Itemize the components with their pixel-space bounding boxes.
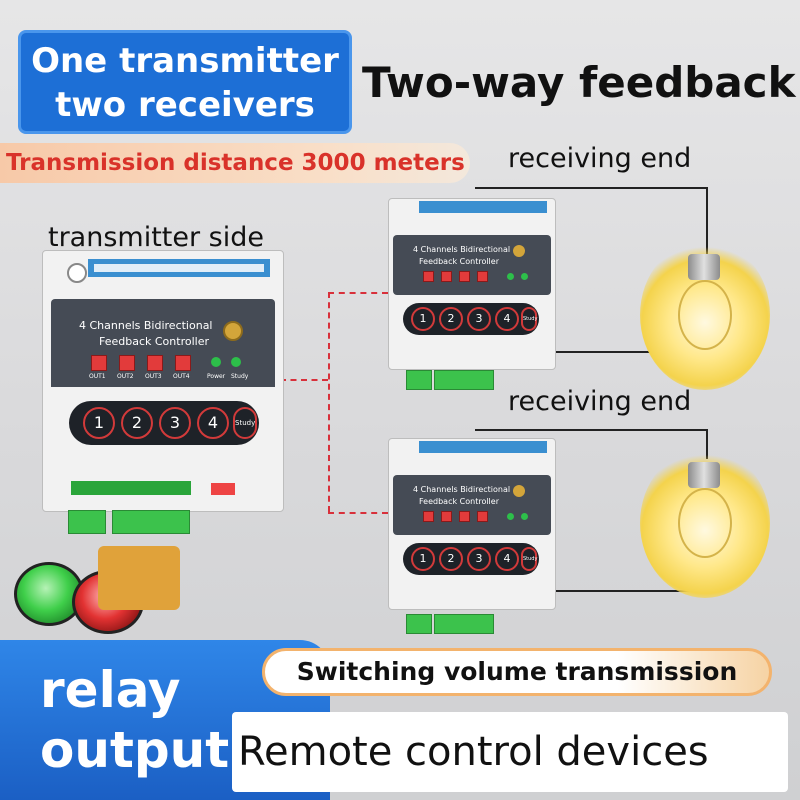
terminal-strip-bottom xyxy=(71,481,191,495)
study-label: Study xyxy=(231,373,249,380)
headline-badge: One transmitter two receivers xyxy=(18,30,352,134)
transmitter-controller: 4 Channels Bidirectional Feedback Contro… xyxy=(42,250,284,512)
relay-led-out4 xyxy=(175,355,191,371)
power-label: Power xyxy=(207,373,226,380)
receiver1-key-4[interactable]: 4 xyxy=(495,307,519,331)
out-label-3: OUT3 xyxy=(145,373,162,380)
receiver1-title-2: Feedback Controller xyxy=(419,257,499,266)
receiver2-terminal-strip xyxy=(419,441,547,453)
receiver2-key-1[interactable]: 1 xyxy=(411,547,435,571)
terminal-block-1 xyxy=(68,510,106,534)
relay-led-out1 xyxy=(91,355,107,371)
light-bulb-icon xyxy=(640,448,770,598)
receiver2-study-led xyxy=(521,513,528,520)
controller-title-1: 4 Channels Bidirectional xyxy=(79,319,213,332)
controller-title-2: Feedback Controller xyxy=(99,335,209,348)
receiver1-study-led xyxy=(521,273,528,280)
study-led xyxy=(231,357,241,367)
receiver-label-1: receiving end xyxy=(508,143,692,174)
receiver1-title-1: 4 Channels Bidirectional xyxy=(413,245,511,254)
keypad: 1 2 3 4 Study xyxy=(69,401,259,445)
antenna-icon xyxy=(513,485,525,497)
key-1[interactable]: 1 xyxy=(83,407,115,439)
receiver1-panel: 4 Channels Bidirectional Feedback Contro… xyxy=(393,235,551,295)
receiver1-key-2[interactable]: 2 xyxy=(439,307,463,331)
receiver1-keypad: 1 2 3 4 Study xyxy=(403,303,539,335)
receiver1-terminal-2 xyxy=(434,370,494,390)
receiver2-power-led xyxy=(507,513,514,520)
key-2[interactable]: 2 xyxy=(121,407,153,439)
receiver-controller-1: 4 Channels Bidirectional Feedback Contro… xyxy=(388,198,556,370)
receiver2-title-1: 4 Channels Bidirectional xyxy=(413,485,511,494)
receiver1-power-led xyxy=(507,273,514,280)
key-3[interactable]: 3 xyxy=(159,407,191,439)
receiver1-terminal-strip xyxy=(419,201,547,213)
receiver2-keypad: 1 2 3 4 Study xyxy=(403,543,539,575)
switching-transmission-pill: Switching volume transmission xyxy=(262,648,772,696)
relay-line-1: relay xyxy=(40,661,181,719)
receiver1-key-1[interactable]: 1 xyxy=(411,307,435,331)
receiver2-key-study[interactable]: Study xyxy=(521,547,537,571)
receiver1-relay-led-3 xyxy=(459,271,470,282)
receiver2-key-3[interactable]: 3 xyxy=(467,547,491,571)
receiver1-relay-led-1 xyxy=(423,271,434,282)
key-4[interactable]: 4 xyxy=(197,407,229,439)
receiver2-key-2[interactable]: 2 xyxy=(439,547,463,571)
key-study[interactable]: Study xyxy=(233,407,257,439)
relay-led-out2 xyxy=(119,355,135,371)
transmitter-label: transmitter side xyxy=(48,222,264,253)
receiver1-key-study[interactable]: Study xyxy=(521,307,537,331)
receiver1-relay-led-2 xyxy=(441,271,452,282)
out-label-1: OUT1 xyxy=(89,373,106,380)
relay-led-out3 xyxy=(147,355,163,371)
terminal-block-2 xyxy=(112,510,190,534)
relay-output-label: relay output xyxy=(40,660,229,780)
receiver1-terminal-1 xyxy=(406,370,432,390)
distance-banner: Transmission distance 3000 meters xyxy=(0,143,470,183)
receiver-label-2: receiving end xyxy=(508,386,692,417)
push-button-body xyxy=(98,546,180,610)
receiver2-relay-led-2 xyxy=(441,511,452,522)
receiver2-relay-led-4 xyxy=(477,511,488,522)
antenna-icon xyxy=(513,245,525,257)
receiver2-terminal-1 xyxy=(406,614,432,634)
mounting-screw xyxy=(67,263,87,283)
antenna-icon xyxy=(223,321,243,341)
receiver2-panel: 4 Channels Bidirectional Feedback Contro… xyxy=(393,475,551,535)
remote-control-label: Remote control devices xyxy=(232,712,788,792)
receiver2-relay-led-1 xyxy=(423,511,434,522)
receiver2-terminal-2 xyxy=(434,614,494,634)
receiver2-title-2: Feedback Controller xyxy=(419,497,499,506)
badge-line-1: One transmitter xyxy=(31,41,339,81)
terminal-strip-top xyxy=(88,259,270,277)
light-bulb-icon xyxy=(640,240,770,390)
headline-title: Two-way feedback xyxy=(362,58,796,107)
receiver1-relay-led-4 xyxy=(477,271,488,282)
receiver-controller-2: 4 Channels Bidirectional Feedback Contro… xyxy=(388,438,556,610)
relay-line-2: output xyxy=(40,721,230,779)
out-label-4: OUT4 xyxy=(173,373,190,380)
power-led xyxy=(211,357,221,367)
receiver2-relay-led-3 xyxy=(459,511,470,522)
badge-line-2: two receivers xyxy=(55,85,315,125)
receiver1-key-3[interactable]: 3 xyxy=(467,307,491,331)
receiver2-key-4[interactable]: 4 xyxy=(495,547,519,571)
out-label-2: OUT2 xyxy=(117,373,134,380)
dip-switch xyxy=(211,483,235,495)
